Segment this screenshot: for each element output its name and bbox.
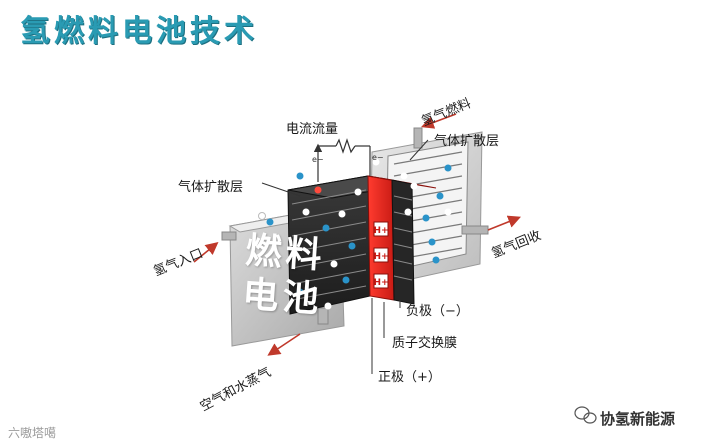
- proton-label-1: H+: [373, 226, 388, 236]
- wechat-icon: [575, 407, 596, 423]
- label-membrane: 质子交换膜: [392, 332, 457, 351]
- label-gas-diffusion-right: 气体扩散层: [434, 130, 499, 149]
- plate-text-line2: 电池: [241, 273, 324, 322]
- label-gas-diffusion-left: 气体扩散层: [178, 176, 243, 195]
- electron-label-1: e−: [312, 155, 324, 164]
- cathode-stack: [392, 180, 414, 304]
- label-current-flow: 电流流量: [286, 118, 338, 137]
- plate-text: 燃料 电池: [241, 229, 327, 322]
- plate-text-line1: 燃料: [244, 229, 327, 278]
- current-flow-circuit: [318, 140, 370, 182]
- label-cathode: 正极（+）: [378, 366, 441, 385]
- watermark-left: 六嗷塔噶: [8, 424, 56, 441]
- proton-label-2: H+: [373, 252, 388, 262]
- watermark-right: 协氢新能源: [600, 408, 675, 429]
- electron-label-2: e−: [372, 153, 384, 162]
- proton-label-3: H+: [373, 278, 388, 288]
- label-anode: 负极（−）: [406, 300, 469, 319]
